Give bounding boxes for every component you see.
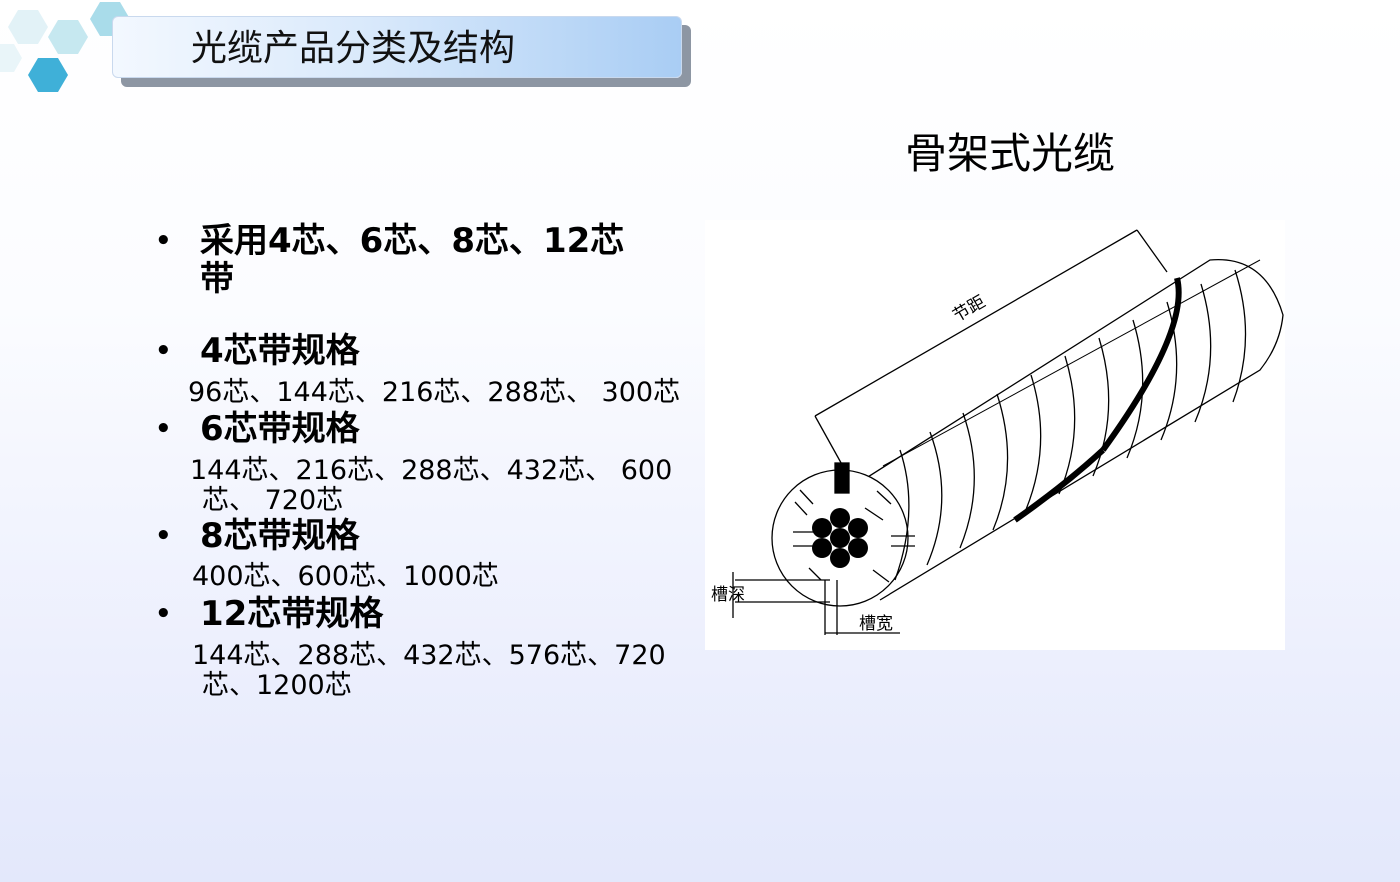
spec-detail-wrap: 芯、1200芯 [202, 670, 352, 701]
spec-detail: 96芯、144芯、216芯、288芯、 300芯 [188, 377, 681, 408]
bullet-heading: 8芯带规格 [200, 516, 360, 556]
spec-detail-wrap: 芯、 720芯 [202, 485, 344, 516]
bullet-heading: 4芯带规格 [200, 331, 360, 371]
diagram-title: 骨架式光缆 [905, 129, 1116, 178]
bullet-dot: • [155, 599, 172, 629]
bullet-dot: • [155, 226, 172, 256]
bullet-heading: 采用4芯、6芯、8芯、12芯 [200, 221, 625, 261]
bullet-dot: • [155, 521, 172, 551]
bullet-dot: • [155, 336, 172, 366]
bullet-dot: • [155, 414, 172, 444]
bullet-heading-wrap: 带 [200, 259, 234, 299]
spec-detail: 400芯、600芯、1000芯 [192, 561, 499, 592]
spec-detail: 144芯、288芯、432芯、576芯、720 [192, 640, 666, 671]
title-bar: 光缆产品分类及结构 [112, 16, 682, 78]
slotted-core-cable-diagram: 节距 槽深 槽宽 [705, 220, 1285, 650]
spec-detail: 144芯、216芯、288芯、432芯、 600 [190, 455, 673, 486]
label-slot-depth: 槽深 [711, 585, 745, 605]
bullet-heading: 6芯带规格 [200, 409, 360, 449]
page-title: 光缆产品分类及结构 [191, 28, 516, 69]
hexagon-decoration [0, 2, 130, 92]
label-pitch: 节距 [950, 292, 989, 326]
label-slot-width: 槽宽 [859, 614, 893, 634]
bullet-heading: 12芯带规格 [200, 594, 384, 634]
cable-drawing: 节距 槽深 槽宽 [711, 229, 1284, 635]
